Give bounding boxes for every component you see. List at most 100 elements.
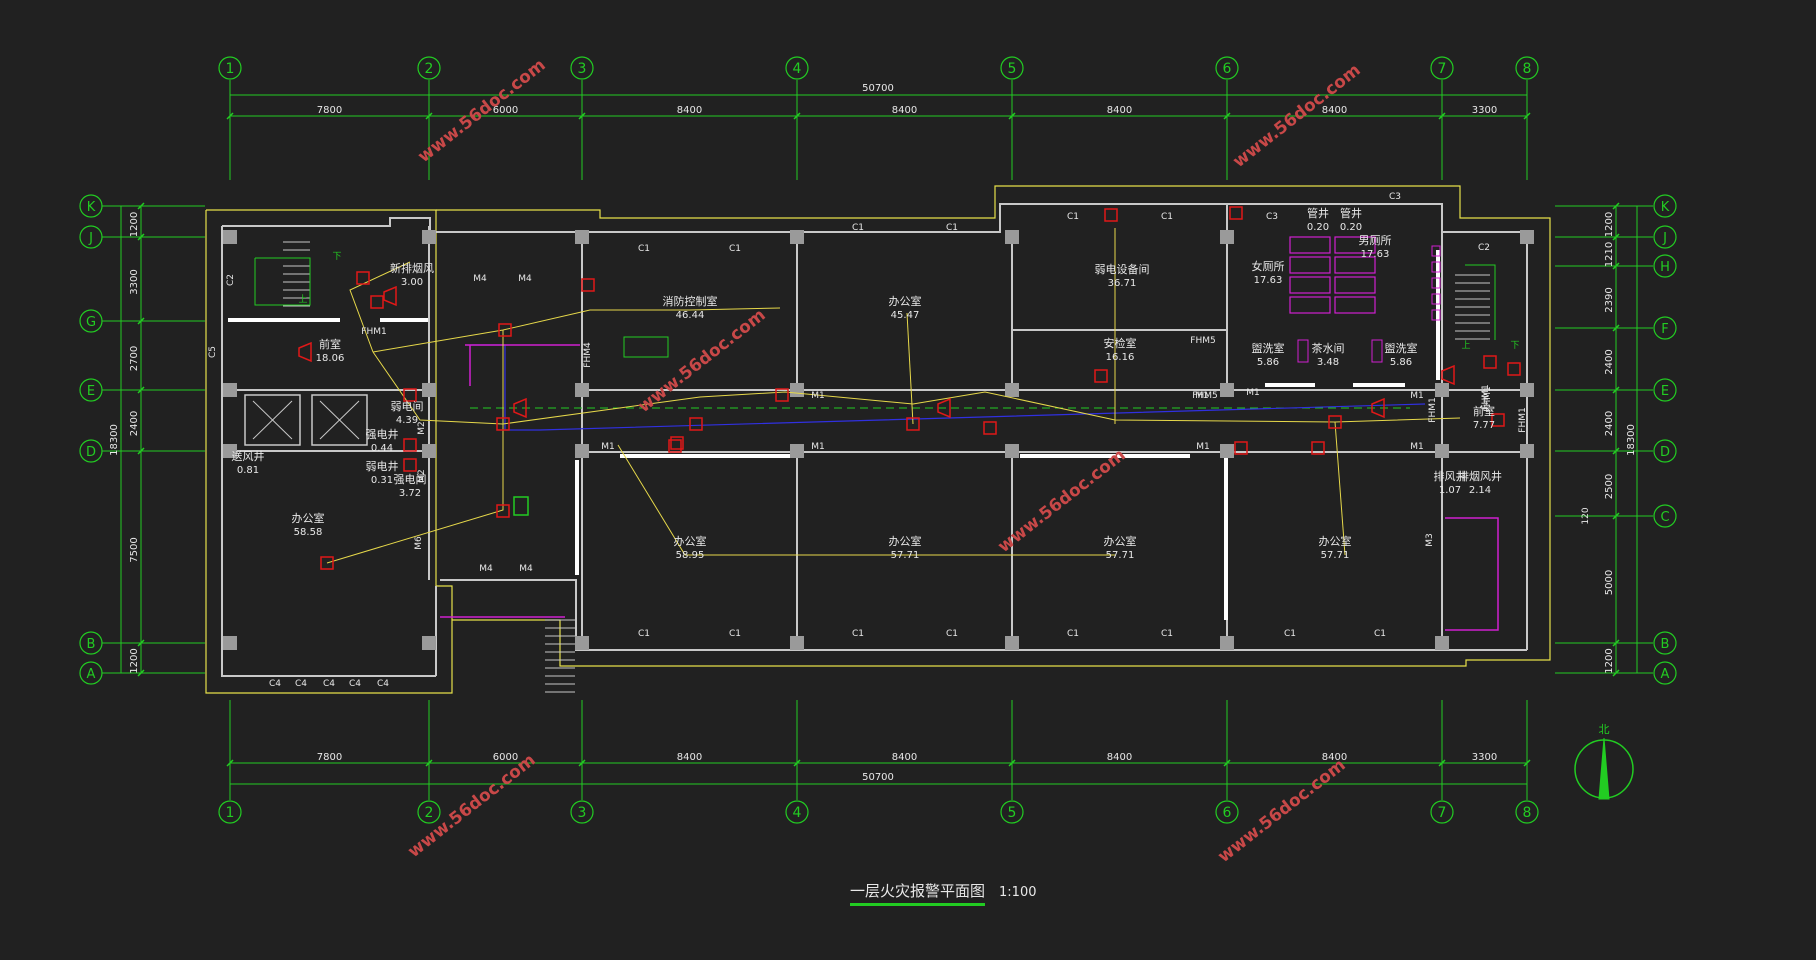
axis-label-left: G (86, 315, 96, 330)
dim-tick-right (1612, 669, 1620, 677)
dim-segment-right: 2400 (1604, 411, 1615, 436)
axis-label-top: 4 (793, 61, 802, 77)
door-label: M1 (811, 391, 825, 401)
window-label: C1 (1161, 212, 1173, 222)
window-label: C1 (852, 223, 864, 233)
structural-column (1220, 230, 1234, 244)
dim-segment-bottom: 6000 (493, 752, 518, 763)
dim-segment-bottom: 3300 (1472, 752, 1497, 763)
fire-alarm-device (1491, 413, 1505, 427)
elevator-cross (319, 400, 360, 440)
urinal (1431, 293, 1441, 305)
structural-column (1005, 383, 1019, 397)
room-name: 办公室 (292, 511, 325, 525)
toilet-stall (1289, 296, 1331, 314)
dim-segment-left: 2700 (129, 346, 140, 371)
dim-segment-bottom: 8400 (892, 752, 917, 763)
room-area: 17.63 (1254, 275, 1283, 286)
axis-bubble-top (1515, 56, 1539, 80)
alarm-wiring (502, 391, 1461, 425)
dim-segment-right: 1200 (1604, 648, 1615, 673)
window-label: C1 (1067, 212, 1079, 222)
window-label: C1 (638, 629, 650, 639)
alarm-horn-device (1371, 397, 1385, 419)
watermark-text: www.56doc.com (634, 305, 769, 417)
dim-tick-bottom (226, 759, 234, 767)
room-area: 5.86 (1257, 357, 1279, 368)
door-label: FHM1 (361, 327, 386, 337)
window-label: C3 (1389, 192, 1401, 202)
fire-alarm-device (1234, 441, 1248, 455)
axis-bubble-right (1653, 254, 1677, 278)
structural-column (790, 230, 804, 244)
room-area: 36.71 (1108, 278, 1137, 289)
toilet-stall (1334, 256, 1376, 274)
window-label: C1 (1067, 629, 1079, 639)
door-label: FHM1 (1483, 386, 1493, 411)
dim-segment-top: 8400 (677, 105, 702, 116)
window-label: C4 (269, 679, 281, 689)
window-label: C1 (1284, 629, 1296, 639)
dim-tick-left (137, 202, 145, 210)
wall-north-west (222, 217, 582, 233)
dim-tick-top (793, 112, 801, 120)
room-name: 安检室 (1104, 336, 1137, 350)
dim-segment-top: 8400 (1107, 105, 1132, 116)
dim-segment-right: 1210 (1604, 242, 1615, 267)
urinal (1431, 277, 1441, 289)
window-label: C1 (946, 223, 958, 233)
toilet-stall (1334, 236, 1376, 254)
room-name: 办公室 (889, 534, 922, 548)
dim-tick-right (1612, 512, 1620, 520)
elevator-cross (252, 400, 293, 440)
dim-tick-top (1438, 112, 1446, 120)
dim-segment-bottom: 8400 (1322, 752, 1347, 763)
door-label: M4 (473, 274, 487, 284)
watermark-text: www.56doc.com (1214, 755, 1349, 867)
north-arrow-needle (1598, 737, 1610, 800)
door-label: FHM1 (1428, 397, 1438, 422)
axis-bubble-left (79, 378, 103, 402)
axis-bubble-right (1653, 504, 1677, 528)
fire-alarm-device (403, 438, 417, 452)
fire-alarm-device (1229, 206, 1243, 220)
window-label: C3 (1266, 212, 1278, 222)
door-label: M1 (1246, 388, 1260, 398)
axis-label-bottom: 6 (1223, 805, 1232, 821)
toilet-stall (1334, 276, 1376, 294)
axis-label-bottom: 1 (226, 805, 235, 821)
axis-bubble-left (79, 194, 103, 218)
fire-alarm-device (370, 295, 384, 309)
structural-column (422, 230, 436, 244)
axis-label-left: K (87, 200, 96, 215)
dim-tick-left (137, 233, 145, 241)
room-area: 3.00 (401, 277, 423, 288)
fire-alarm-device (356, 271, 370, 285)
axis-label-bottom: 7 (1438, 805, 1447, 821)
dim-tick-right (1612, 386, 1620, 394)
axis-label-right: E (1661, 384, 1669, 399)
fire-alarm-device (670, 436, 684, 450)
window-label: C2 (226, 274, 236, 286)
axis-label-right: F (1661, 322, 1668, 337)
door-label: 上 (1461, 340, 1470, 351)
stair-arrow-west (254, 257, 311, 306)
dim-segment-right: 2400 (1604, 349, 1615, 374)
window-label: C4 (323, 679, 335, 689)
dim-segment-top: 3300 (1472, 105, 1497, 116)
fire-alarm-device (403, 458, 417, 472)
axis-bubble-top (570, 56, 594, 80)
axis-label-right: J (1662, 231, 1667, 246)
room-area: 45.47 (891, 310, 920, 321)
axis-label-right: B (1661, 637, 1670, 652)
window-label: C4 (349, 679, 361, 689)
door-label: M2 (417, 421, 427, 435)
room-area: 3.72 (399, 488, 421, 499)
axis-label-top: 5 (1008, 61, 1017, 77)
room-area: 2.14 (1469, 485, 1491, 496)
axis-label-right: H (1660, 260, 1670, 275)
sink-fixture (1297, 339, 1309, 363)
dim-tick-right (1612, 639, 1620, 647)
